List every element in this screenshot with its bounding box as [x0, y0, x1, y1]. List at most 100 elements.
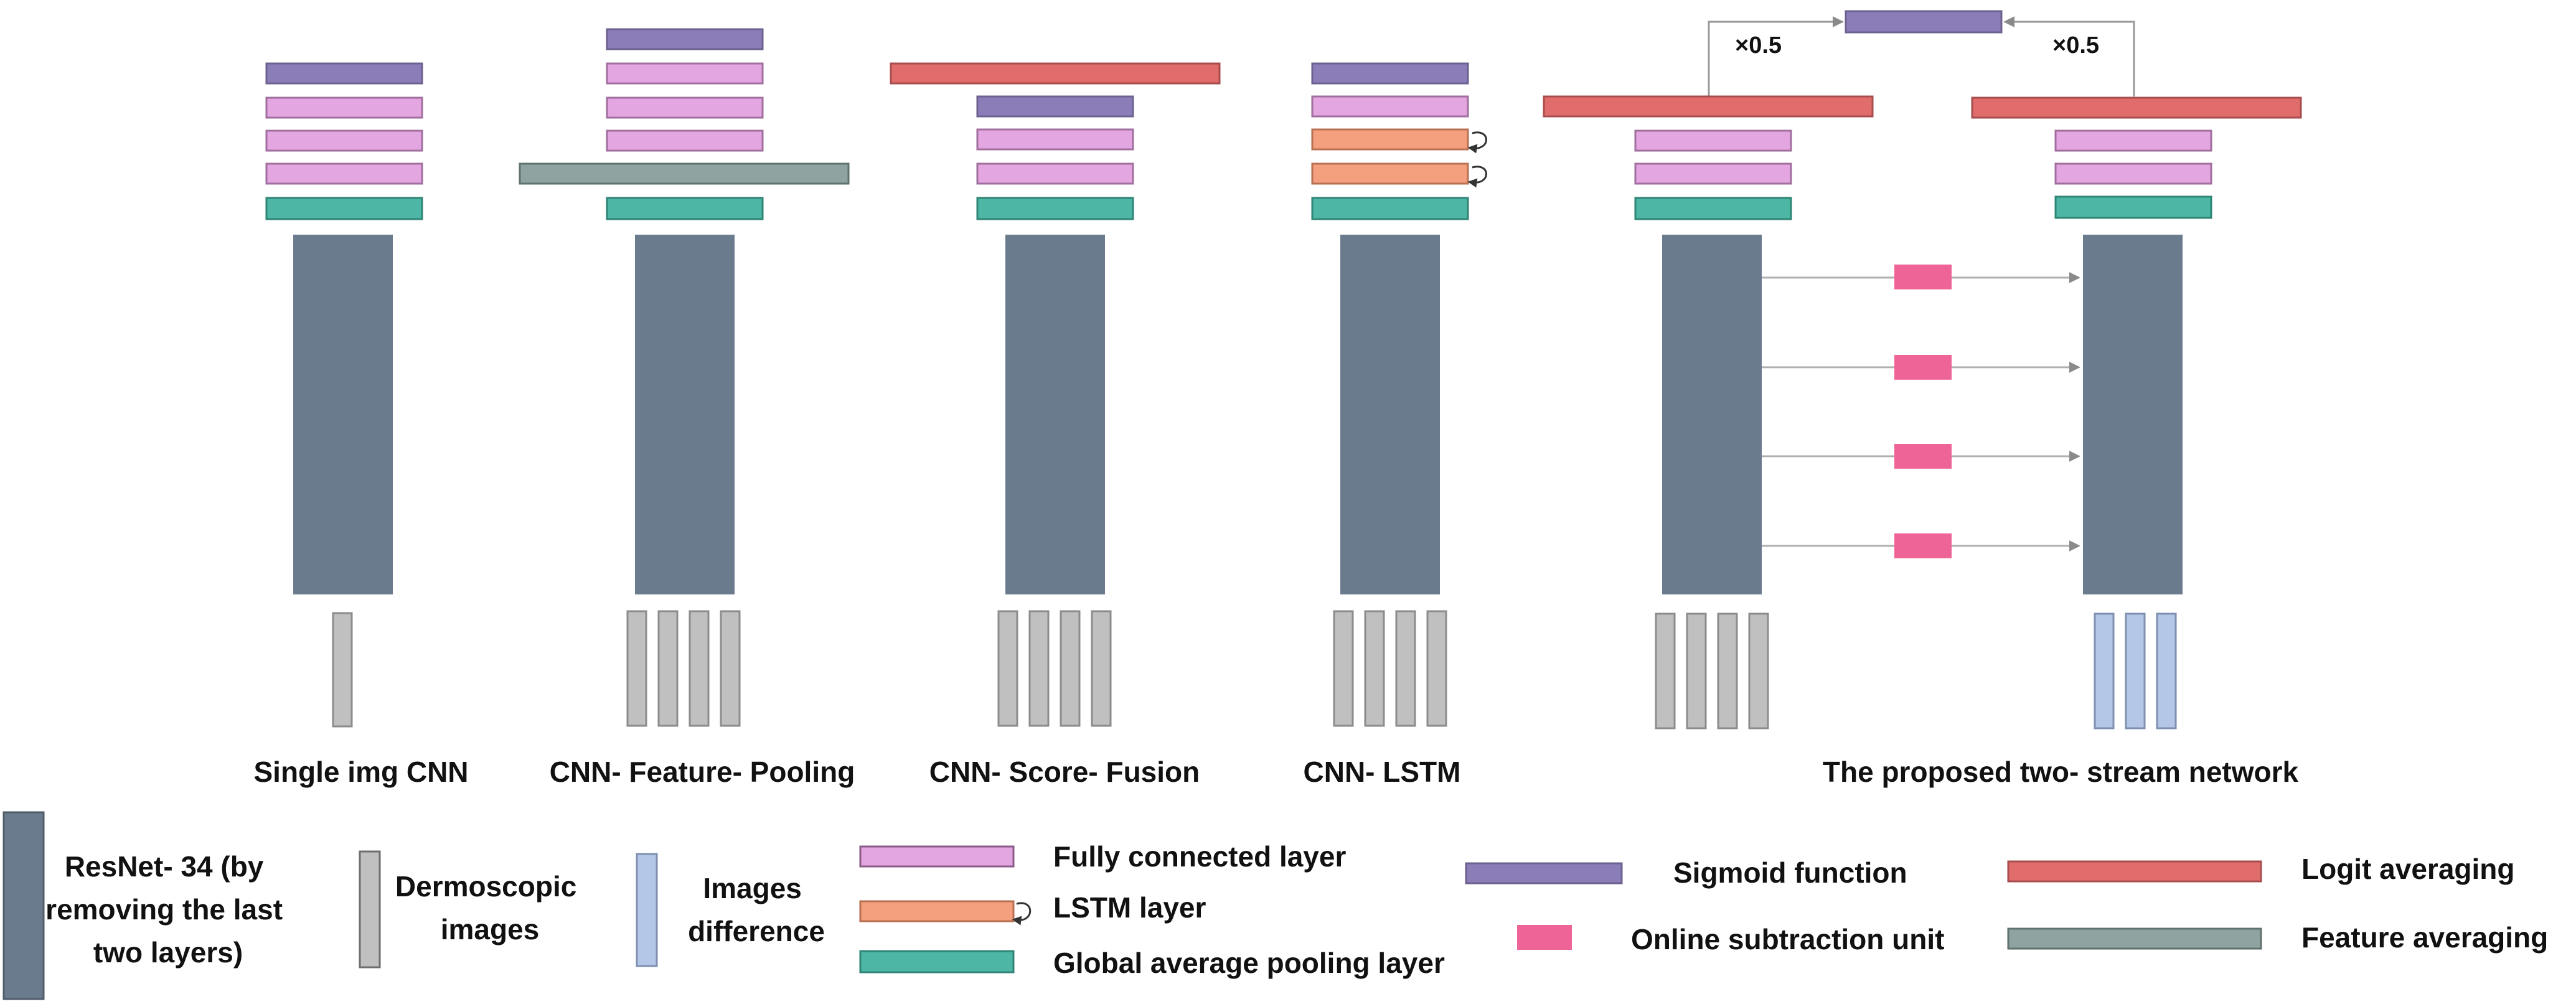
- sigmoid-layer: [606, 28, 764, 50]
- gap-layer: [2054, 195, 2212, 219]
- logit-averaging-layer: [1971, 96, 2302, 119]
- resnet-block: [635, 235, 735, 594]
- arch-cnn-score-fusion: CNN- Score- Fusion: [890, 62, 1221, 788]
- legend-lstm-swatch: [859, 900, 1015, 922]
- sigmoid-layer: [265, 62, 423, 85]
- legend-dermoscopic-swatch: [359, 850, 381, 969]
- dermoscopic-image: [1060, 610, 1081, 727]
- resnet-block-left-stream: [1662, 235, 1762, 594]
- legend-dermoscopic-label: Dermoscopic images: [395, 870, 585, 945]
- legend-resnet-label: ResNet- 34 (by removing the last two lay…: [45, 850, 291, 969]
- sigmoid-layer: [1311, 62, 1469, 85]
- resnet-block: [293, 235, 393, 594]
- difference-image: [2156, 612, 2177, 730]
- weight-label-left: ×0.5: [1735, 32, 1782, 59]
- arch-single-img-cnn: Single img CNN: [253, 62, 469, 788]
- legend-difference-swatch: [636, 853, 658, 967]
- fc-layer: [265, 96, 423, 119]
- dermoscopic-image: [1655, 612, 1676, 730]
- dermoscopic-image: [1028, 610, 1050, 727]
- recurrent-loop-icon: [1467, 131, 1487, 154]
- legend-subtraction-swatch: [1517, 925, 1572, 950]
- dermoscopic-image: [1686, 612, 1707, 730]
- caption-single-img-cnn: Single img CNN: [253, 756, 468, 788]
- dermoscopic-image: [1748, 612, 1769, 730]
- logit-averaging-layer: [890, 62, 1221, 85]
- lstm-layer: [1311, 162, 1469, 185]
- dermoscopic-image: [1333, 610, 1354, 727]
- logit-averaging-layer: [1543, 95, 1874, 118]
- dermoscopic-image: [720, 610, 741, 727]
- fc-layer: [976, 128, 1134, 151]
- recurrent-loop-icon: [1012, 902, 1032, 926]
- legend-gap-swatch: [859, 950, 1015, 974]
- legend-resnet-swatch: [2, 811, 45, 1000]
- fc-layer: [606, 62, 764, 85]
- legend-fc-label: Fully connected layer: [1053, 840, 1346, 873]
- arch-cnn-feature-pooling: CNN- Feature- Pooling: [519, 28, 855, 788]
- weight-arrow-right: [2003, 16, 2135, 96]
- fc-layer: [606, 96, 764, 119]
- fc-layer: [606, 129, 764, 152]
- legend-fc-swatch: [859, 845, 1015, 868]
- legend-lstm-label: LSTM layer: [1053, 891, 1206, 924]
- dermoscopic-image: [689, 610, 710, 727]
- weight-label-right: ×0.5: [2052, 32, 2099, 59]
- legend-feature-avg-label: Feature averaging: [2301, 921, 2548, 954]
- gap-layer: [606, 197, 764, 220]
- dermoscopic-image: [1364, 610, 1385, 727]
- arch-two-stream-network: ×0.5 ×0.5 The proposed two- stream netwo…: [1543, 10, 2302, 788]
- caption-two-stream-network: The proposed two- stream network: [1823, 756, 2299, 788]
- gap-layer: [976, 197, 1134, 220]
- legend-logit-avg-label: Logit averaging: [2301, 853, 2514, 885]
- online-subtraction-unit: [1894, 265, 1952, 289]
- caption-cnn-feature-pooling: CNN- Feature- Pooling: [550, 756, 855, 788]
- dermoscopic-image: [1717, 612, 1738, 730]
- online-subtraction-unit: [1894, 444, 1952, 469]
- fc-layer: [1311, 95, 1469, 118]
- dermoscopic-image: [657, 610, 679, 727]
- weight-arrow-left: [1708, 16, 1844, 96]
- gap-layer: [1634, 197, 1792, 220]
- legend-sigmoid-label: Sigmoid function: [1673, 856, 1907, 889]
- caption-cnn-lstm: CNN- LSTM: [1304, 756, 1461, 788]
- dermoscopic-image: [997, 610, 1018, 727]
- fc-layer: [976, 162, 1134, 185]
- dermoscopic-image: [332, 612, 353, 728]
- recurrent-loop-icon: [1467, 166, 1487, 188]
- gap-layer: [265, 197, 423, 220]
- lstm-layer: [1311, 128, 1469, 151]
- legend: ResNet- 34 (by removing the last two lay…: [2, 811, 2548, 1000]
- legend-subtraction-label: Online subtraction unit: [1631, 923, 1944, 955]
- fc-layer: [265, 129, 423, 152]
- difference-image: [2125, 612, 2146, 730]
- feature-averaging-layer: [519, 162, 850, 185]
- dermoscopic-image: [1395, 610, 1416, 727]
- dermoscopic-image: [1091, 610, 1112, 727]
- sigmoid-layer: [1845, 10, 2003, 34]
- legend-gap-label: Global average pooling layer: [1053, 947, 1445, 979]
- fc-layer: [1634, 129, 1792, 152]
- fc-layer: [265, 162, 423, 185]
- fc-layer: [2054, 129, 2212, 152]
- fc-layer: [1634, 162, 1792, 185]
- resnet-block: [1005, 235, 1105, 594]
- gap-layer: [1311, 197, 1469, 220]
- online-subtraction-unit: [1894, 355, 1952, 380]
- legend-logit-avg-swatch: [2007, 860, 2262, 883]
- dermoscopic-image: [1426, 610, 1447, 727]
- dermoscopic-image: [626, 610, 647, 727]
- resnet-block: [1340, 235, 1440, 594]
- legend-feature-avg-swatch: [2007, 927, 2262, 950]
- online-subtraction-unit: [1894, 533, 1952, 558]
- sigmoid-layer: [976, 95, 1134, 118]
- resnet-block-right-stream: [2083, 235, 2183, 594]
- caption-cnn-score-fusion: CNN- Score- Fusion: [929, 756, 1200, 788]
- arch-cnn-lstm: CNN- LSTM: [1304, 62, 1487, 788]
- legend-difference-label: Images difference: [688, 872, 825, 947]
- legend-sigmoid-swatch: [1465, 862, 1623, 884]
- difference-image: [2094, 612, 2115, 730]
- fc-layer: [2054, 162, 2212, 185]
